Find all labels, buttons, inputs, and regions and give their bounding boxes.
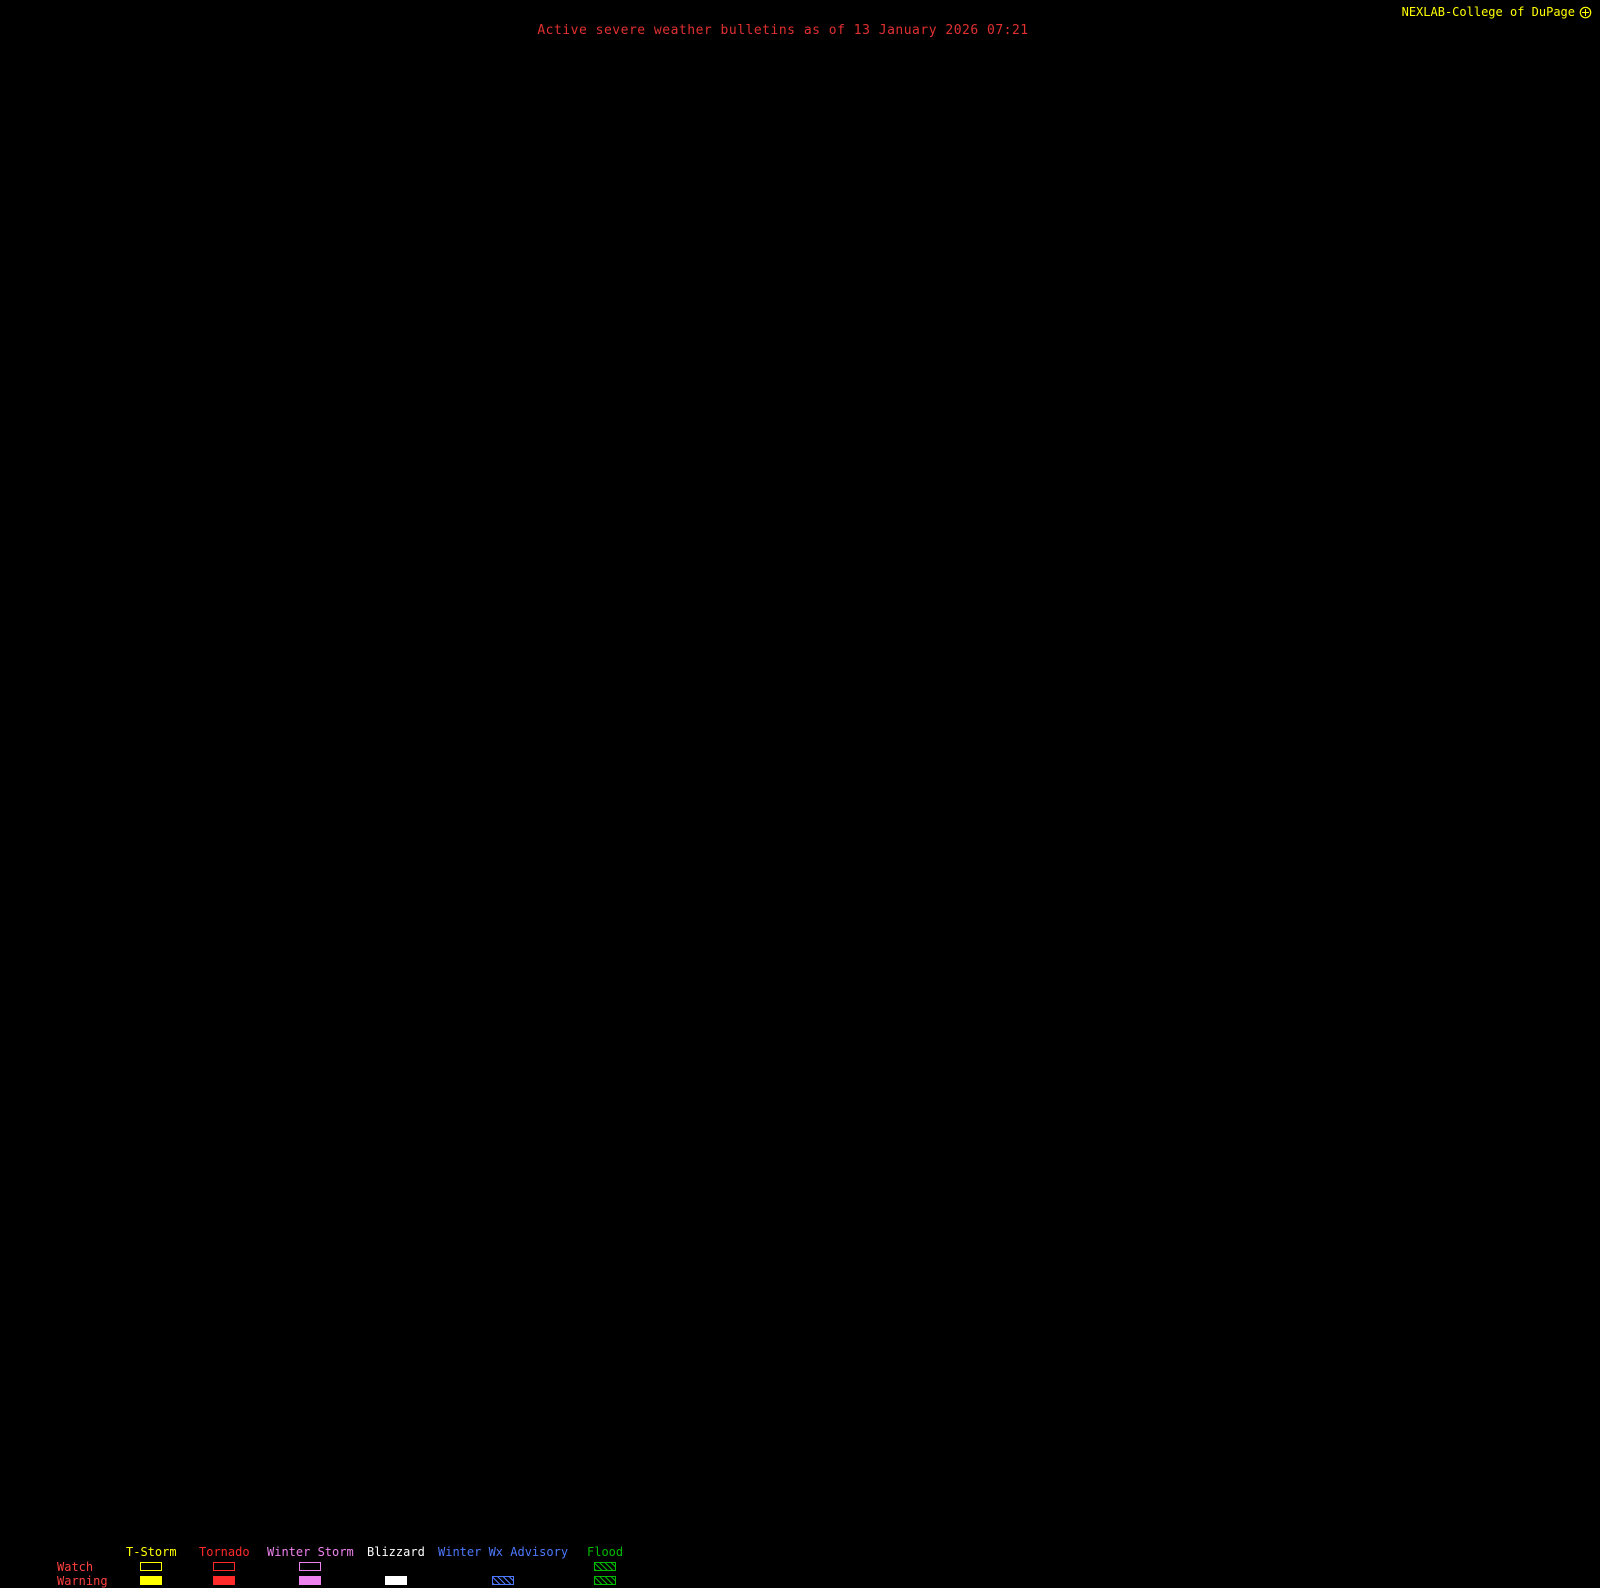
tornado-watch-swatch (213, 1562, 236, 1571)
attribution: NEXLAB-College of DuPage (1402, 5, 1592, 19)
bulletin-map-area (0, 0, 1600, 900)
legend-label-blizzard: Blizzard (367, 1545, 425, 1559)
attribution-text: NEXLAB-College of DuPage (1401, 5, 1575, 19)
page-title: Active severe weather bulletins as of 13… (537, 23, 1029, 38)
legend-col-tstorm: T-Storm (126, 1546, 177, 1585)
legend-col-tornado: Tornado (199, 1546, 250, 1585)
tstorm-warning-swatch (140, 1576, 163, 1585)
legend-label-tstorm: T-Storm (126, 1545, 177, 1559)
legend-label-flood: Flood (587, 1545, 624, 1559)
legend-row-warning: Warning (57, 1574, 108, 1588)
legend-col-flood: Flood (587, 1546, 623, 1585)
legend-label-winter-wx-advisory: Winter Wx Advisory (438, 1545, 569, 1559)
blizzard-warning-swatch (384, 1576, 407, 1585)
tstorm-watch-swatch (140, 1562, 163, 1571)
legend-col-winter-storm: Winter Storm (267, 1546, 354, 1585)
legend-row-watch: Watch (57, 1560, 94, 1574)
legend-col-blizzard: Blizzard (367, 1546, 425, 1585)
cod-logo-icon (1579, 6, 1592, 19)
winter-storm-watch-swatch (299, 1562, 322, 1571)
flood-watch-swatch (594, 1562, 617, 1571)
legend-label-winter-storm: Winter Storm (267, 1545, 354, 1559)
legend-label-tornado: Tornado (199, 1545, 250, 1559)
legend: Watch Warning T-Storm Tornado Winter Sto… (0, 770, 700, 1588)
flood-warning-swatch (594, 1576, 617, 1585)
tornado-warning-swatch (213, 1576, 236, 1585)
winter-wx-advisory-warning-swatch (492, 1576, 515, 1585)
winter-storm-warning-swatch (299, 1576, 322, 1585)
legend-col-winter-wx-advisory: Winter Wx Advisory (438, 1546, 568, 1585)
